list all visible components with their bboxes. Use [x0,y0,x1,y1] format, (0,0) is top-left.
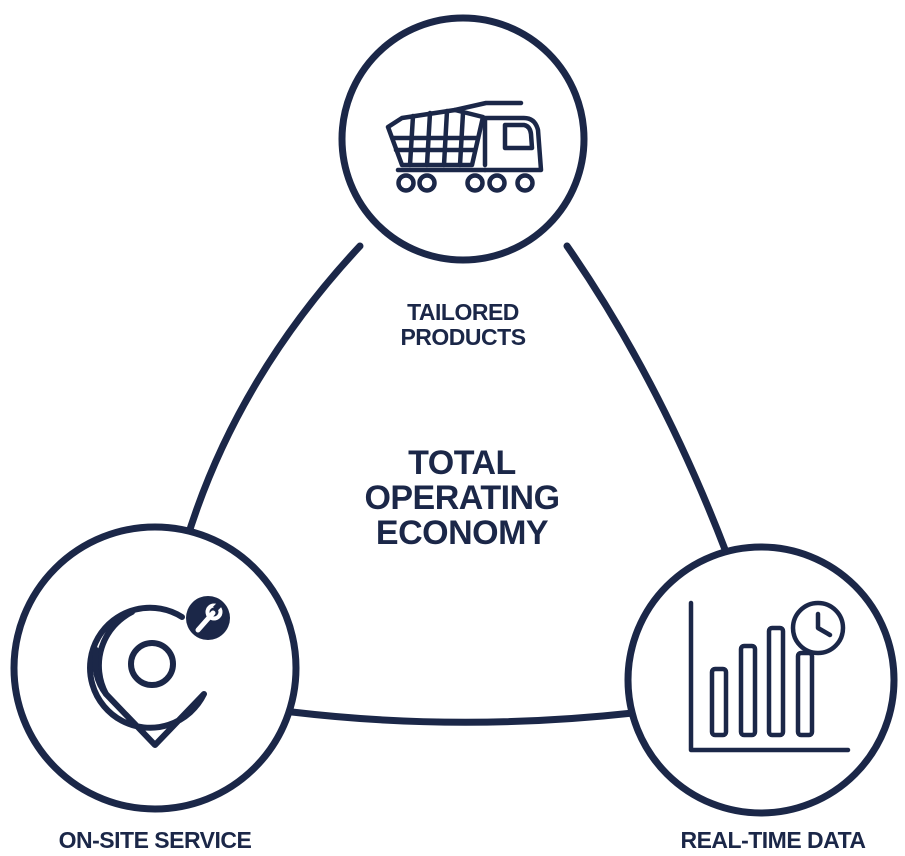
labels: TAILORED PRODUCTS TOTAL OPERATING ECONOM… [59,299,866,853]
connector-top-right [563,242,730,556]
on-site-service-node [10,523,300,813]
real-time-data-label: REAL-TIME DATA [680,827,865,853]
location-wrench-icon [87,596,230,748]
on-site-service-label: ON-SITE SERVICE [59,827,252,853]
center-title-line1: TOTAL [408,444,516,482]
real-time-data-node [624,543,898,817]
connector-top-left [182,242,364,546]
center-title-line2: OPERATING [364,479,559,517]
bar-chart-clock-icon [688,600,851,753]
real-time-data-circle [624,543,898,817]
tailored-label-line2: PRODUCTS [400,324,525,350]
tailored-products-node [338,14,588,264]
dump-truck-icon [385,100,544,193]
connector-lines [182,242,730,726]
on-site-service-circle [10,523,300,813]
connector-bottom [288,708,637,726]
tailored-label-line1: TAILORED [407,299,519,325]
center-title-line3: ECONOMY [376,514,549,552]
